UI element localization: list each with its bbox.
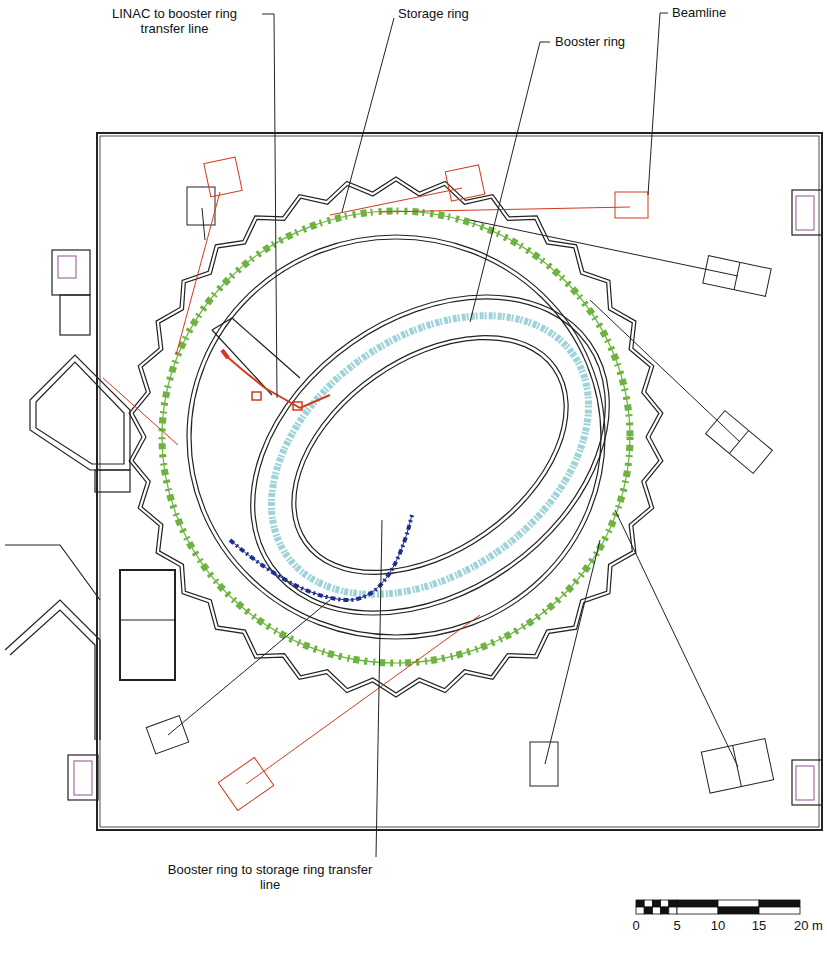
shield-walls <box>129 177 670 697</box>
scale-bar <box>636 900 800 914</box>
callout-label: Booster ring to storage ring transfer li… <box>165 862 375 892</box>
transfer-line <box>230 515 412 600</box>
beamlines <box>103 157 774 810</box>
callout-label: Booster ring <box>555 34 645 49</box>
linac-line <box>222 350 330 410</box>
booster-ring <box>219 258 641 652</box>
scale-number: 20 m <box>794 918 824 933</box>
callout-label: Beamline <box>672 5 752 20</box>
callout-label: LINAC to booster ring transfer line <box>92 6 257 36</box>
scale-number: 15 <box>749 918 769 933</box>
scale-number: 0 <box>626 918 646 933</box>
building <box>5 133 822 830</box>
leader-lines <box>262 13 668 857</box>
callout-label: Storage ring <box>398 6 488 21</box>
scale-number: 10 <box>708 918 728 933</box>
scale-number: 5 <box>667 918 687 933</box>
